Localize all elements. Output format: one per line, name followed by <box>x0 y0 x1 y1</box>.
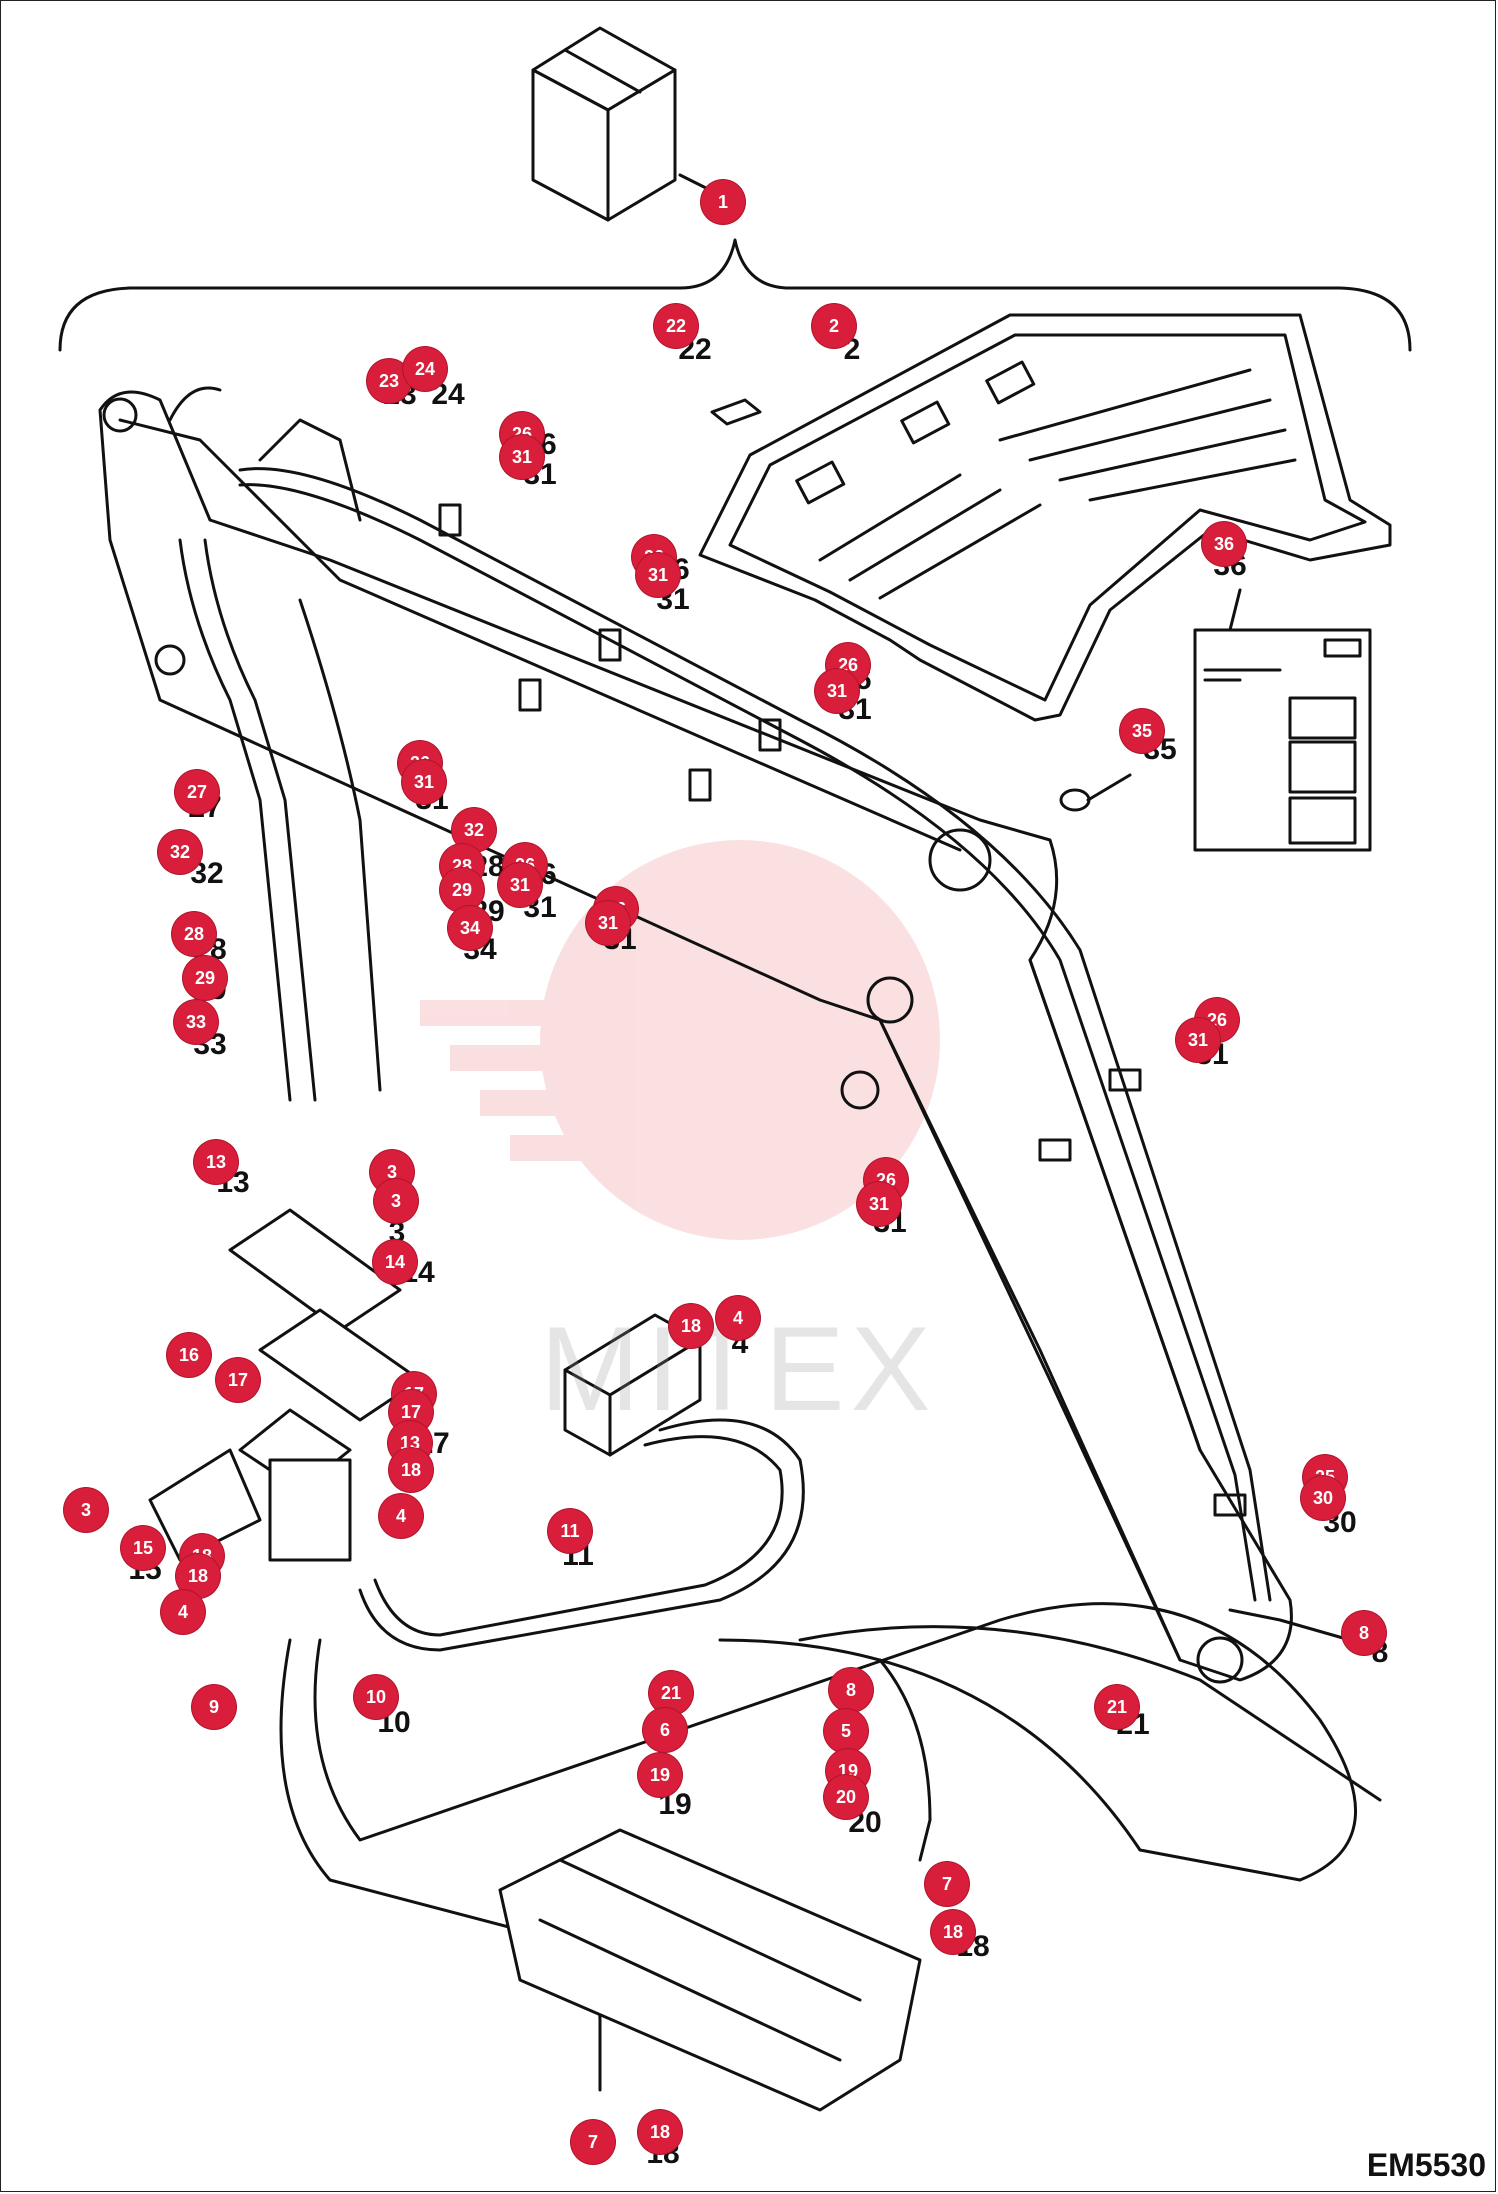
plug-part <box>1059 773 1132 812</box>
watermark-logo <box>420 840 940 1240</box>
callout-marker[interactable]: 4 <box>161 1590 205 1634</box>
callout-marker[interactable]: 19 <box>638 1753 682 1797</box>
callout-marker[interactable]: 18 <box>389 1448 433 1492</box>
callout-marker[interactable]: 24 <box>403 347 447 391</box>
callout-marker[interactable]: 18 <box>176 1554 220 1598</box>
callout-marker[interactable]: 5 <box>824 1709 868 1753</box>
callout-marker[interactable]: 13 <box>194 1140 238 1184</box>
callout-marker[interactable]: 16 <box>167 1333 211 1377</box>
callout-marker[interactable]: 35 <box>1120 709 1164 753</box>
callout-marker[interactable]: 21 <box>1095 1685 1139 1729</box>
callout-marker[interactable]: 31 <box>402 760 446 804</box>
callout-marker[interactable]: 28 <box>172 912 216 956</box>
leader-36 <box>1228 588 1242 632</box>
callout-marker[interactable]: 2 <box>812 304 856 348</box>
cover-mat <box>698 313 1392 722</box>
callout-marker[interactable]: 29 <box>440 868 484 912</box>
callout-marker[interactable]: 31 <box>815 669 859 713</box>
callout-marker[interactable]: 15 <box>121 1526 165 1570</box>
callout-marker[interactable]: 21 <box>649 1671 693 1715</box>
callout-marker[interactable]: 18 <box>638 2110 682 2154</box>
instruction-sheet <box>1193 628 1372 852</box>
callout-marker[interactable]: 4 <box>379 1494 423 1538</box>
callout-marker[interactable]: 31 <box>586 901 630 945</box>
callout-marker[interactable]: 30 <box>1301 1476 1345 1520</box>
callout-marker[interactable]: 18 <box>931 1910 975 1954</box>
callout-marker[interactable]: 6 <box>643 1708 687 1752</box>
callout-marker[interactable]: 34 <box>448 906 492 950</box>
foot-pedal-assembly <box>148 1208 422 1562</box>
callout-marker[interactable]: 9 <box>192 1685 236 1729</box>
decal-small <box>710 398 762 426</box>
callout-marker[interactable]: 31 <box>500 435 544 479</box>
junction-block <box>563 1313 702 1457</box>
callout-marker[interactable]: 3 <box>374 1179 418 1223</box>
callout-marker[interactable]: 18 <box>669 1304 713 1348</box>
callout-marker[interactable]: 10 <box>354 1675 398 1719</box>
control-valve <box>498 1828 922 2112</box>
callout-marker[interactable]: 17 <box>216 1358 260 1402</box>
hydraulic-hoses <box>279 1418 1382 2092</box>
kit-brace <box>58 238 1412 352</box>
hose-clamps <box>438 503 1247 1517</box>
callout-marker[interactable]: 36 <box>1202 522 1246 566</box>
drawing-code: EM5530 <box>1366 2147 1486 2183</box>
boom-hoses <box>178 418 1272 1602</box>
callout-marker[interactable]: 1 <box>701 180 745 224</box>
callout-marker[interactable]: 29 <box>183 956 227 1000</box>
callout-marker[interactable]: 8 <box>829 1668 873 1712</box>
kit-box <box>531 26 677 222</box>
callout-marker[interactable]: 7 <box>925 1862 969 1906</box>
callout-marker[interactable]: 4 <box>716 1296 760 1340</box>
callout-marker[interactable]: 27 <box>175 770 219 814</box>
callout-marker[interactable]: 20 <box>824 1775 868 1819</box>
callout-marker[interactable]: 33 <box>174 1000 218 1044</box>
callout-marker[interactable]: 22 <box>654 304 698 348</box>
callout-marker[interactable]: 11 <box>548 1509 592 1553</box>
callout-marker[interactable]: 31 <box>857 1182 901 1226</box>
callout-marker[interactable]: 7 <box>571 2120 615 2164</box>
callout-marker[interactable]: 32 <box>158 830 202 874</box>
callout-marker[interactable]: 31 <box>636 553 680 597</box>
callout-marker[interactable]: 31 <box>498 863 542 907</box>
callout-marker[interactable]: 3 <box>64 1488 108 1532</box>
callout-marker[interactable]: 14 <box>373 1240 417 1284</box>
callout-marker[interactable]: 8 <box>1342 1611 1386 1655</box>
callout-marker[interactable]: 31 <box>1176 1018 1220 1062</box>
